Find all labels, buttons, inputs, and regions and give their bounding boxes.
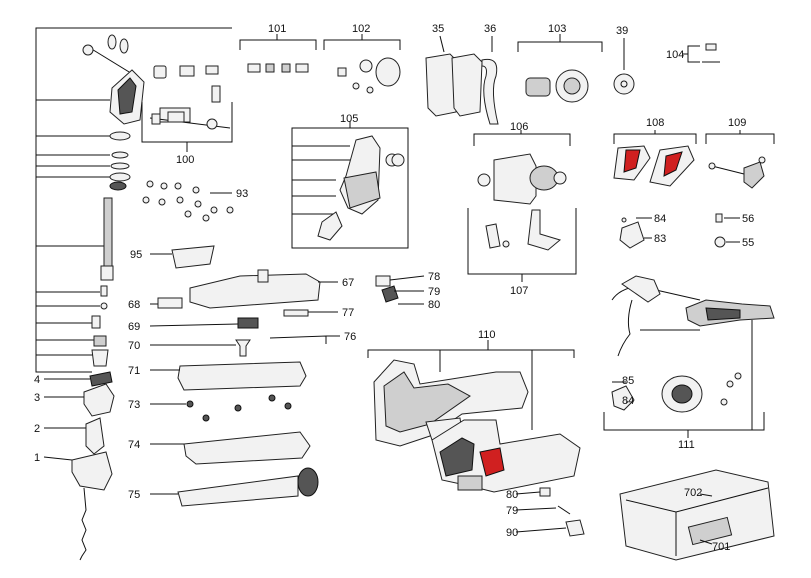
bracket-102 [323,34,401,94]
callout-95: 95 [130,249,142,261]
callout-4: 4 [34,374,40,386]
bracket-111 [603,275,775,438]
screws-73 [150,394,292,422]
bracket-109 [705,130,775,189]
bracket-106 [473,130,571,205]
callout-3: 3 [34,392,40,404]
callout-106: 106 [510,121,528,133]
gearbox-parts [82,34,231,367]
parts-83-84 [619,217,652,249]
callout-71: 71 [128,365,140,377]
callout-102: 102 [352,23,370,35]
housing-half [373,359,529,447]
parts-78-80 [375,275,425,305]
callout-701: 701 [712,541,730,553]
callout-69: 69 [128,321,140,333]
callout-2: 2 [34,423,40,435]
part-75 [177,475,299,507]
parts-79-80-90 [515,487,585,537]
left-leader-lines [43,378,90,461]
callout-67: 67 [342,277,354,289]
left-assembly-bracket [35,27,232,373]
callout-84-top: 84 [654,213,666,225]
part-74 [183,431,311,465]
box-105 [291,121,409,249]
callout-80: 80 [428,299,440,311]
callout-68: 68 [128,299,140,311]
callout-70: 70 [128,340,140,352]
callout-90: 90 [506,527,518,539]
callout-105: 105 [340,113,358,125]
callout-103: 103 [548,23,566,35]
callout-79-bottom: 79 [506,505,518,517]
part-39 [613,38,635,95]
blade-clamp-parts [71,371,115,561]
callout-85: 85 [622,375,634,387]
bracket-101 [239,34,317,73]
callout-79: 79 [428,286,440,298]
callout-104: 104 [666,49,684,61]
callout-78: 78 [428,271,440,283]
callout-110: 110 [478,329,496,341]
bracket-108 [613,130,697,187]
bracket-100 [141,102,233,152]
callout-39: 39 [616,25,628,37]
callout-35: 35 [432,23,444,35]
screws-93 [142,180,234,222]
part-77 [283,309,309,317]
callout-702: 702 [684,487,702,499]
callout-93: 93 [236,188,248,200]
part-95 [171,245,215,269]
part-76 [269,335,327,344]
part-68 [157,297,183,309]
tool-body [431,419,581,493]
callout-108: 108 [646,117,664,129]
part-36 [481,36,499,125]
callout-83: 83 [654,233,666,245]
parts-55-56 [714,213,740,248]
callout-100: 100 [176,154,194,166]
callout-80-bottom: 80 [506,489,518,501]
callout-84-bottom: 84 [622,395,634,407]
box-107 [467,208,577,282]
part-71 [177,361,307,391]
callout-101: 101 [268,23,286,35]
callout-1: 1 [34,452,40,464]
carrying-case [619,469,775,561]
callout-107: 107 [510,285,528,297]
callout-55: 55 [742,237,754,249]
part-104 [682,43,720,63]
callout-109: 109 [728,117,746,129]
part-67 [189,273,321,309]
callout-76: 76 [344,331,356,343]
callout-73: 73 [128,399,140,411]
callout-111: 111 [678,439,695,451]
callout-56: 56 [742,213,754,225]
part-70 [235,339,251,357]
bracket-103 [517,34,603,103]
bracket-110 [367,340,575,430]
callout-36: 36 [484,23,496,35]
callout-75: 75 [128,489,140,501]
callout-77: 77 [342,307,354,319]
part-35 [425,35,483,117]
part-69 [237,317,259,329]
callout-74: 74 [128,439,140,451]
